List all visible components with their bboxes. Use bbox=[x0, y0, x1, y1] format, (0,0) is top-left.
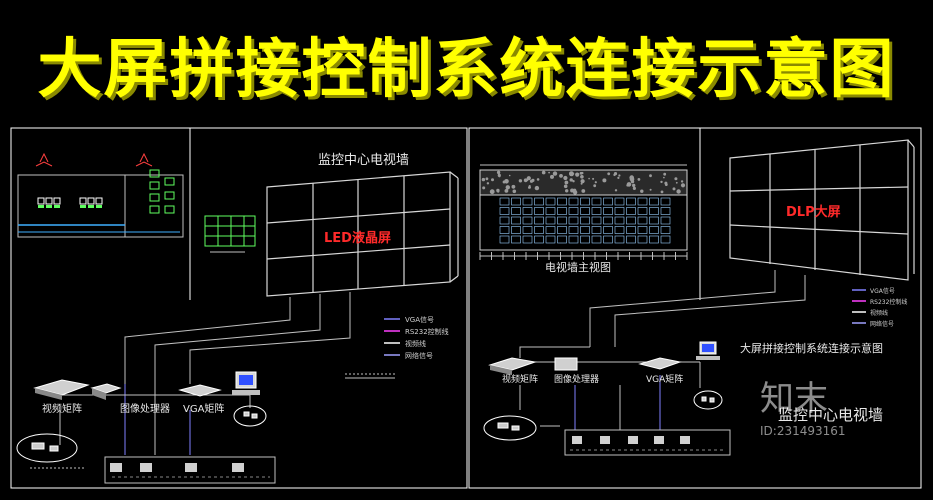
left-video-wall bbox=[266, 171, 459, 297]
left-device-label-vga-matrix: VGA矩阵 bbox=[183, 402, 224, 415]
left-legend-vga: VGA信号 bbox=[405, 315, 434, 324]
front-elevation-drawing bbox=[479, 164, 688, 260]
right-legend-video: 视频线 bbox=[870, 309, 888, 317]
left-device-label-video-matrix: 视频矩阵 bbox=[42, 402, 82, 415]
right-device-label-image-processor: 图像处理器 bbox=[554, 373, 599, 385]
left-legend: VGA信号 RS232控制线 视频线 网络信号 bbox=[384, 315, 449, 360]
right-drawing-frame bbox=[468, 127, 922, 489]
left-legend-rs232: RS232控制线 bbox=[405, 327, 449, 336]
right-legend-network: 网络信号 bbox=[870, 320, 894, 328]
watermark-brand: 知末 bbox=[760, 379, 828, 419]
left-legend-network: 网络信号 bbox=[405, 351, 433, 360]
right-legend-vga: VGA信号 bbox=[870, 287, 895, 295]
right-wall-label: DLP大屏 bbox=[786, 204, 841, 220]
left-wall-label: LED液晶屏 bbox=[324, 230, 391, 246]
right-legend: VGA信号 RS232控制线 视频线 网络信号 bbox=[852, 287, 907, 328]
detail-block bbox=[204, 215, 256, 253]
right-video-wall bbox=[729, 139, 915, 281]
right-device-label-vga-matrix: VGA矩阵 bbox=[646, 373, 683, 385]
left-device-label-image-processor: 图像处理器 bbox=[120, 403, 170, 415]
right-device-vga-matrix bbox=[638, 357, 682, 370]
left-drawing-frame bbox=[10, 127, 468, 489]
right-system-caption: 大屏拼接控制系统连接示意图 bbox=[740, 341, 883, 355]
right-wall-caption: 监控中心电视墙 bbox=[778, 406, 883, 424]
left-legend-video: 视频线 bbox=[405, 339, 426, 348]
left-network-cloud-icon bbox=[233, 405, 267, 427]
right-computer-icon bbox=[696, 341, 720, 360]
left-wall-title: 监控中心电视墙 bbox=[318, 153, 409, 168]
right-device-video-matrix bbox=[488, 357, 537, 375]
left-camera-cloud-icon bbox=[16, 433, 78, 463]
right-device-image-processor bbox=[554, 357, 578, 371]
watermark-id: ID:231493161 bbox=[760, 424, 846, 438]
left-device-image-processor bbox=[90, 383, 122, 400]
left-computer-icon bbox=[232, 371, 260, 395]
front-view-label: 电视墙主视图 bbox=[545, 260, 611, 274]
diagram-title: 大屏拼接控制系统连接示意图 bbox=[37, 33, 896, 107]
left-device-vga-matrix bbox=[178, 384, 222, 397]
right-camera-cloud-icon bbox=[483, 415, 560, 441]
right-equipment-rack bbox=[564, 429, 731, 456]
left-wiring bbox=[59, 292, 351, 455]
left-misc-caption bbox=[30, 373, 395, 469]
left-equipment-rack bbox=[104, 456, 276, 484]
right-network-cloud-icon bbox=[693, 390, 723, 410]
right-legend-rs232: RS232控制线 bbox=[870, 298, 907, 306]
right-device-label-video-matrix: 视频矩阵 bbox=[502, 373, 538, 385]
left-device-video-matrix bbox=[33, 379, 90, 400]
floor-plan bbox=[17, 152, 184, 238]
